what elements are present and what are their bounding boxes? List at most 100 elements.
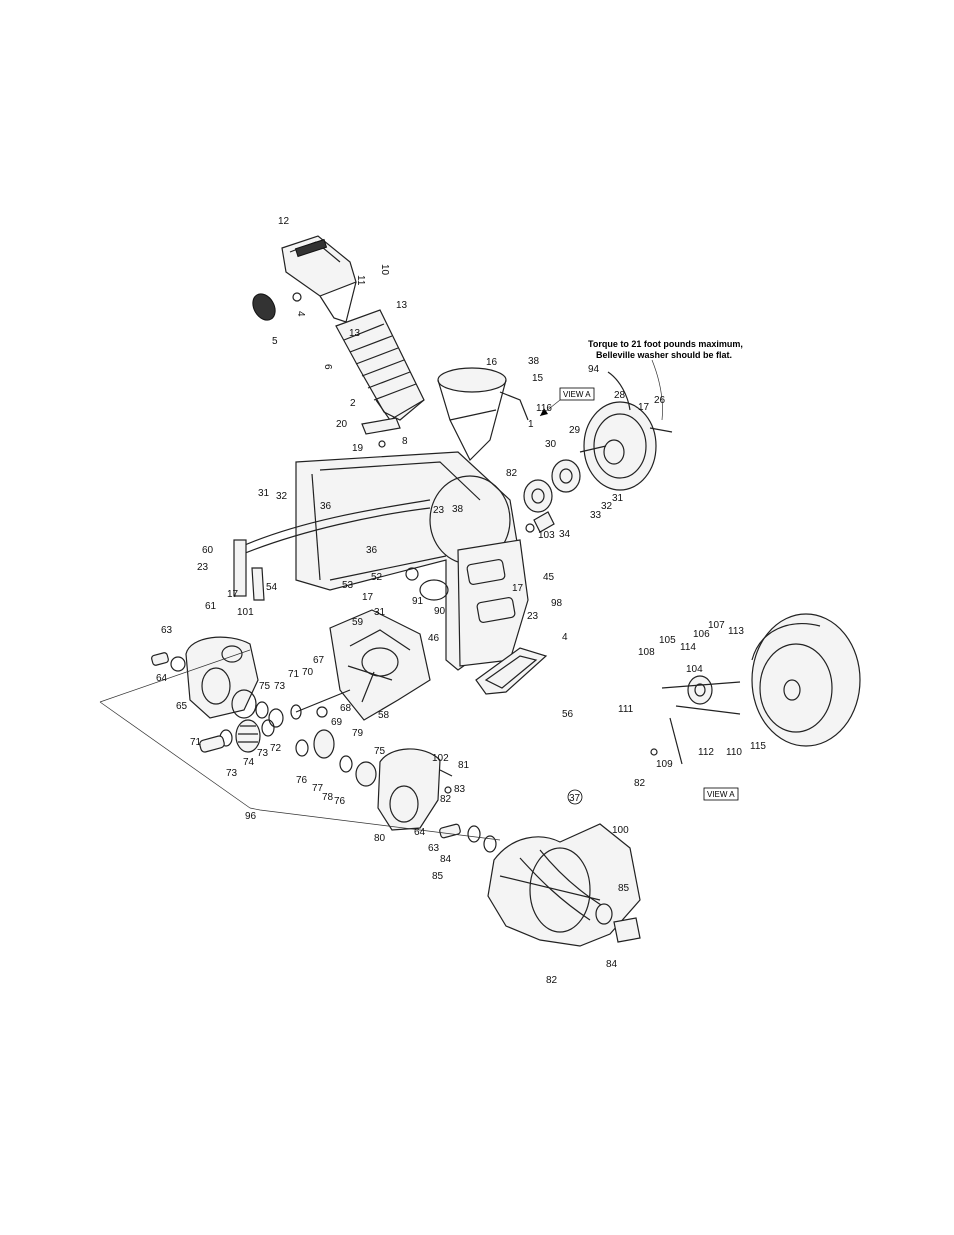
callout: 76 [334, 796, 346, 807]
callout: 96 [245, 811, 257, 822]
callout: 84 [440, 854, 452, 865]
gear-77-78 [295, 729, 353, 773]
torque-note-line1: Torque to 21 foot pounds maximum, [588, 339, 743, 349]
svg-text:VIEW A: VIEW A [563, 390, 591, 399]
callout: 15 [532, 373, 544, 384]
callout: 85 [432, 871, 444, 882]
callout: 77 [312, 783, 324, 794]
callout-37-circle [567, 789, 583, 805]
torque-note-line2: Belleville washer should be flat. [596, 350, 732, 360]
callout: 90 [434, 606, 446, 617]
callout: 2 [350, 398, 356, 409]
callout: 23 [527, 611, 539, 622]
callout: 20 [336, 419, 348, 430]
callout: 67 [313, 655, 325, 666]
callout: 65 [176, 701, 188, 712]
callout: 10 [379, 264, 390, 276]
callout: 17 [227, 589, 239, 600]
callout: 104 [686, 664, 703, 675]
callout: 30 [545, 439, 557, 450]
callout: 58 [378, 710, 390, 721]
callout: 61 [205, 601, 217, 612]
callout-37: 37 [569, 793, 581, 804]
callout: 100 [612, 825, 629, 836]
callout: 68 [340, 703, 352, 714]
callout: 46 [428, 633, 440, 644]
callout: 38 [528, 356, 540, 367]
callout: 105 [659, 635, 676, 646]
callout: 72 [270, 743, 282, 754]
callout: 73 [257, 748, 269, 759]
callout-labels: 12 10 11 13 13 4 5 6 2 20 19 16 38 15 11… [156, 216, 766, 986]
callout: 29 [569, 425, 581, 436]
callout: 17 [362, 592, 374, 603]
callout: 80 [374, 833, 386, 844]
callout: 98 [551, 598, 563, 609]
callout: 83 [454, 784, 466, 795]
bracket-54 [251, 567, 265, 601]
callout: 54 [266, 582, 278, 593]
callout: 63 [428, 843, 440, 854]
bearing-85-84 [595, 903, 641, 943]
discharge-chute [335, 309, 425, 421]
bracket-60 [233, 539, 247, 597]
callout: 31 [374, 607, 386, 618]
callout: 75 [374, 746, 386, 757]
callout: 64 [414, 827, 426, 838]
callout: 70 [302, 667, 314, 678]
callout: 17 [512, 583, 524, 594]
callout: 26 [654, 395, 666, 406]
worm-74 [219, 719, 275, 753]
callout: 69 [331, 717, 343, 728]
callout: 63 [161, 625, 173, 636]
sleeve-71 [199, 735, 225, 753]
callout: 116 [536, 403, 552, 414]
callout: 85 [618, 883, 630, 894]
drive-pulley [579, 401, 673, 491]
callout: 23 [433, 505, 445, 516]
callout: 91 [412, 596, 424, 607]
callout: 13 [396, 300, 408, 311]
callout: 12 [278, 216, 290, 227]
gear-case-left [185, 636, 259, 719]
callout: 56 [562, 709, 574, 720]
callout: 101 [237, 607, 254, 618]
callout: 32 [276, 491, 288, 502]
chute-knob [252, 292, 302, 321]
bracket-96-outline [99, 649, 501, 841]
callout: 73 [274, 681, 286, 692]
view-a-tag-detail: VIEW A [703, 787, 739, 801]
callout: 73 [226, 768, 238, 779]
callout: 31 [258, 488, 270, 499]
callout: 94 [588, 364, 600, 375]
callout: 13 [349, 328, 361, 339]
callout: 5 [272, 336, 278, 347]
callout: 109 [656, 759, 673, 770]
view-a-pulley-parts [650, 675, 741, 765]
callout: 32 [601, 501, 613, 512]
callout: 81 [458, 760, 470, 771]
callout: 8 [402, 436, 408, 447]
gear-case-right [355, 748, 441, 831]
callout: 23 [197, 562, 209, 573]
belt-94 [607, 371, 631, 411]
chute-clamp [361, 417, 401, 448]
callout: 82 [440, 794, 452, 805]
callout: 52 [371, 572, 383, 583]
callout: 6 [322, 364, 333, 370]
bushing-63-64-right [439, 823, 497, 853]
bolt-81-83 [439, 769, 453, 794]
svg-text:VIEW A: VIEW A [707, 790, 735, 799]
callout: 36 [366, 545, 378, 556]
callout: 71 [288, 669, 300, 680]
callout: 38 [452, 504, 464, 515]
view-a-tag-main: VIEW A [559, 387, 595, 401]
callout: 82 [546, 975, 558, 986]
callout: 76 [296, 775, 308, 786]
callout: 82 [634, 778, 646, 789]
callout: 71 [190, 737, 202, 748]
callout: 19 [352, 443, 364, 454]
callout: 111 [618, 704, 634, 715]
belt-cover-slot [237, 499, 431, 557]
